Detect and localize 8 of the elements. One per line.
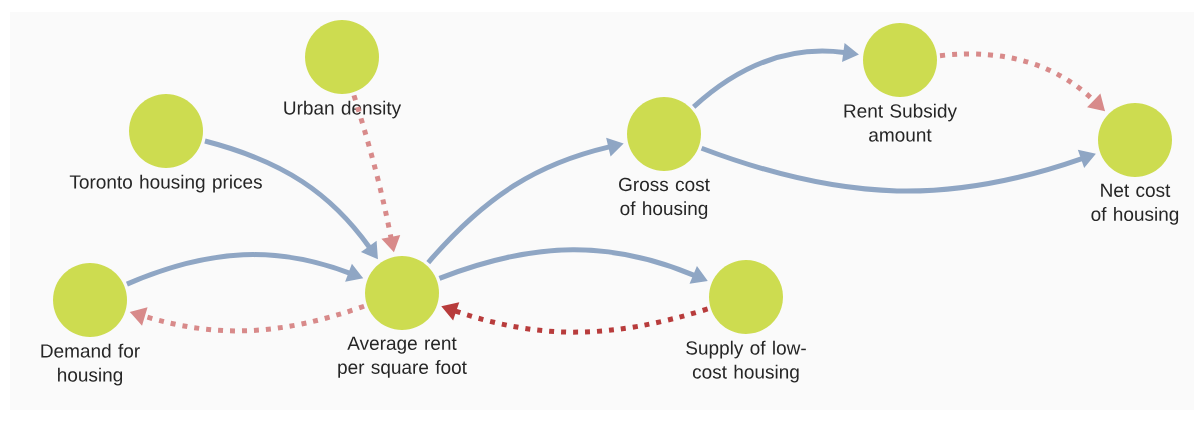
node-label: Average rent per square foot bbox=[338, 336, 467, 378]
node-label: Supply of low-cost housing bbox=[686, 340, 806, 383]
node-label: Gross cost of housing bbox=[619, 177, 710, 219]
node-label: Rent Subsidy amount bbox=[844, 103, 957, 142]
node-label: Toronto housing prices bbox=[69, 174, 262, 193]
node-label: Demand for housing bbox=[41, 343, 140, 386]
node-label: Net cost of housing bbox=[1091, 183, 1179, 225]
node-label: Urban density bbox=[284, 100, 402, 119]
